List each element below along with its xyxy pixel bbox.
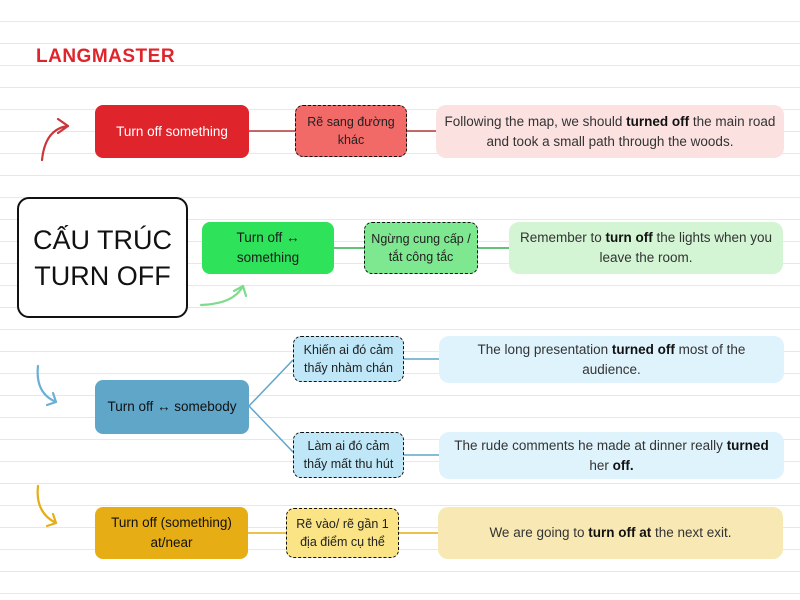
diagram-title-box: CẤU TRÚC TURN OFF [17,197,188,318]
example-text: Remember to [519,230,606,245]
brand-logo: LANGMASTER [36,46,176,67]
example-sentence: We are going to turn off at the next exi… [489,523,731,543]
example-text: most of the audience. [582,341,746,377]
example-text: the lights when you leave the room. [599,230,773,265]
highlighted-phrase: turned off [626,113,690,129]
structure-node-turn-off-somebody: Turn off ↔ somebody [95,380,249,434]
curved-arrow-icon-red [40,117,70,162]
example-text: the next exit. [651,525,732,540]
example-text: the main road and took a small path thro… [486,113,776,149]
curved-arrow-icon-green [199,284,248,307]
highlighted-phrase: turned off [611,341,675,357]
highlighted-phrase: turned [726,437,769,453]
example-node: We are going to turn off at the next exi… [438,507,783,559]
connector-branch [248,405,294,453]
example-node: Remember to turn off the lights when you… [509,222,783,274]
meaning-node-mat-thu-hut: Làm ai đó cảm thấy mất thu hút [293,432,404,478]
title-line-1: CẤU TRÚC [32,224,172,255]
structure-node-turn-off-at-near: Turn off (something) at/near [95,507,248,559]
example-text: The rude comments he made at dinner real… [454,437,727,453]
curved-arrow-icon-yellow [36,484,58,528]
example-sentence: The rude comments he made at dinner real… [447,436,776,476]
example-node: The rude comments he made at dinner real… [439,432,784,479]
title-line-2: TURN OFF [34,260,171,291]
example-sentence: The long presentation turned off most of… [447,340,776,380]
example-text: The long presentation [477,341,612,357]
meaning-node-nham-chan: Khiến ai đó cảm thấy nhàm chán [293,336,404,382]
example-sentence: Following the map, we should turned off … [444,112,776,152]
connector-branch [248,359,294,407]
curved-arrow-icon-blue [36,364,58,407]
highlighted-phrase: turn off [605,230,653,245]
example-node: The long presentation turned off most of… [439,336,784,383]
example-text: We are going to [489,525,589,540]
meaning-node-re-vao: Rẽ vào/ rẽ gần 1 địa điểm cụ thể [286,508,399,558]
structure-node-turn-off-something: Turn off something [95,105,249,158]
highlighted-phrase: turn off at [588,525,652,540]
meaning-node-re-sang-duong-khac: Rẽ sang đường khác [295,105,407,157]
example-text: Following the map, we should [444,113,627,129]
example-node: Following the map, we should turned off … [436,105,784,158]
highlighted-phrase: off. [612,457,634,473]
example-sentence: Remember to turn off the lights when you… [517,228,775,268]
meaning-node-ngung-cung-cap: Ngừng cung cấp / tắt công tắc [364,222,478,274]
structure-node-turn-off-something-separable: Turn off ↔ something [202,222,334,274]
example-text: her [589,457,613,473]
